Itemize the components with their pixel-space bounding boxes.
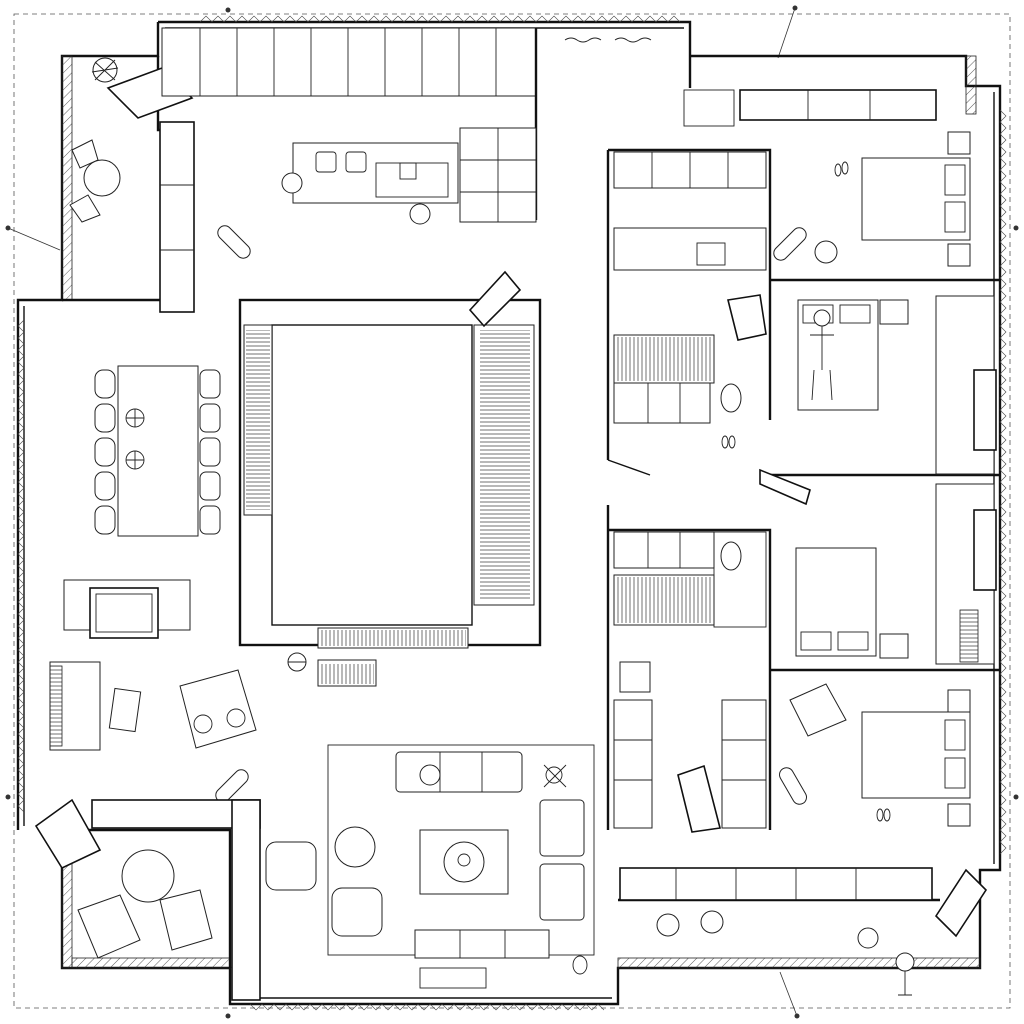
- stair-atrium: [238, 270, 542, 687]
- plant-icon: [656, 910, 879, 949]
- bed-icon: [861, 711, 971, 799]
- bed-icon: [861, 157, 971, 241]
- toilet-icon: [720, 383, 742, 413]
- dining: [63, 365, 221, 639]
- dining-table-icon: [94, 369, 221, 535]
- living: [265, 744, 595, 989]
- table-chairs-icon: [69, 139, 121, 223]
- sideboard-icon: [63, 579, 191, 639]
- service-core-north: [606, 148, 772, 476]
- service-core-south: [606, 505, 807, 833]
- sofa-icon: [395, 751, 523, 793]
- person-icon: [281, 172, 431, 225]
- bedroom-4: [789, 683, 971, 827]
- staircase-icon: [243, 324, 535, 606]
- exterior-walls: [16, 15, 1007, 1011]
- bedroom-1: [683, 89, 1000, 282]
- terrace-south-west: [34, 798, 261, 1001]
- bedroom-3: [770, 483, 1000, 672]
- property-boundary: [5, 5, 1019, 1019]
- piano-corner: [49, 661, 257, 803]
- toilet-icon: [720, 541, 742, 571]
- kitchen: [161, 27, 652, 259]
- person-icon: [895, 952, 915, 996]
- slippers-icon: [721, 161, 891, 822]
- circular-object-icon: [287, 652, 307, 672]
- lounge-chair-icon: [77, 889, 213, 959]
- balcony-south-east: [618, 867, 988, 996]
- lounge-chair-icon: [265, 841, 383, 937]
- floor-lamp-icon: [543, 764, 588, 975]
- plant-icon: [814, 240, 838, 264]
- bed-icon: [797, 299, 879, 411]
- bedroom-2: [759, 295, 1000, 506]
- bed-icon: [795, 547, 877, 657]
- plant-icon: [91, 57, 119, 83]
- piano-icon: [49, 661, 101, 751]
